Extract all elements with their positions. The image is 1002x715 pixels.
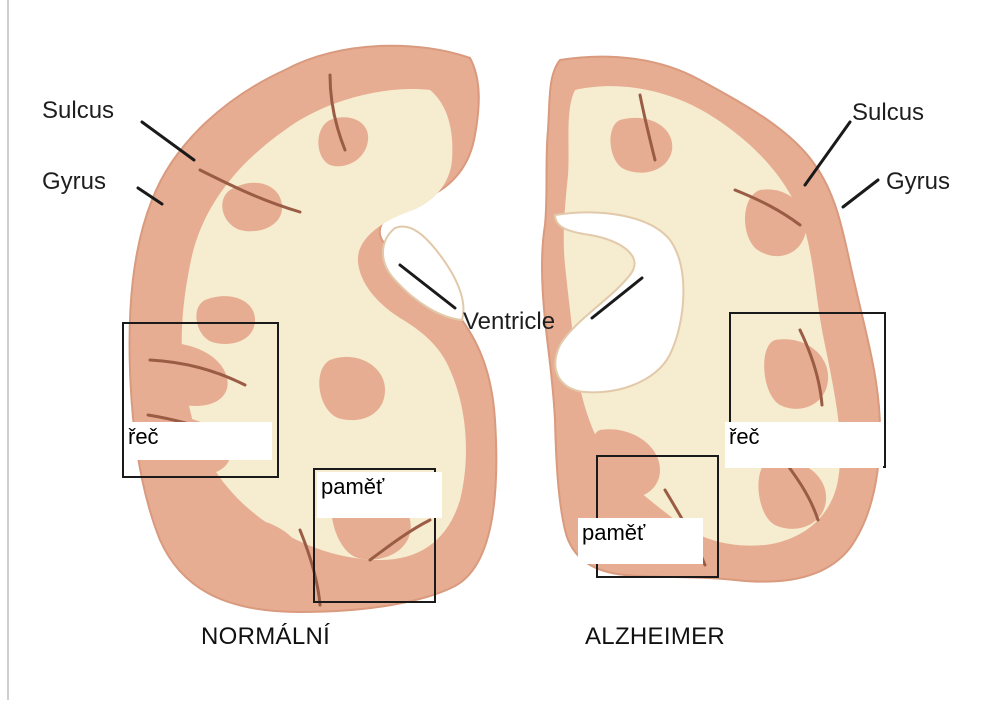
alzheimer-speech-label: řeč [725,422,883,468]
right-sulcus-label: Sulcus [852,99,924,127]
right-gyrus-label: Gyrus [886,168,950,196]
normal-memory-label: paměť [317,472,442,518]
normal-caption: NORMÁLNÍ [201,623,330,651]
right-sulcus-leader [805,122,850,185]
normal-gyrus-fold [222,183,282,231]
right-gyrus-leader [843,180,878,207]
alzheimer-memory-label: paměť [578,518,703,564]
left-sulcus-label: Sulcus [42,97,114,125]
ventricle-label: Ventricle [463,308,555,336]
left-sulcus-leader [142,122,194,160]
left-gyrus-label: Gyrus [42,168,106,196]
normal-speech-label: řeč [124,422,272,460]
alzheimer-caption: ALZHEIMER [585,623,725,651]
